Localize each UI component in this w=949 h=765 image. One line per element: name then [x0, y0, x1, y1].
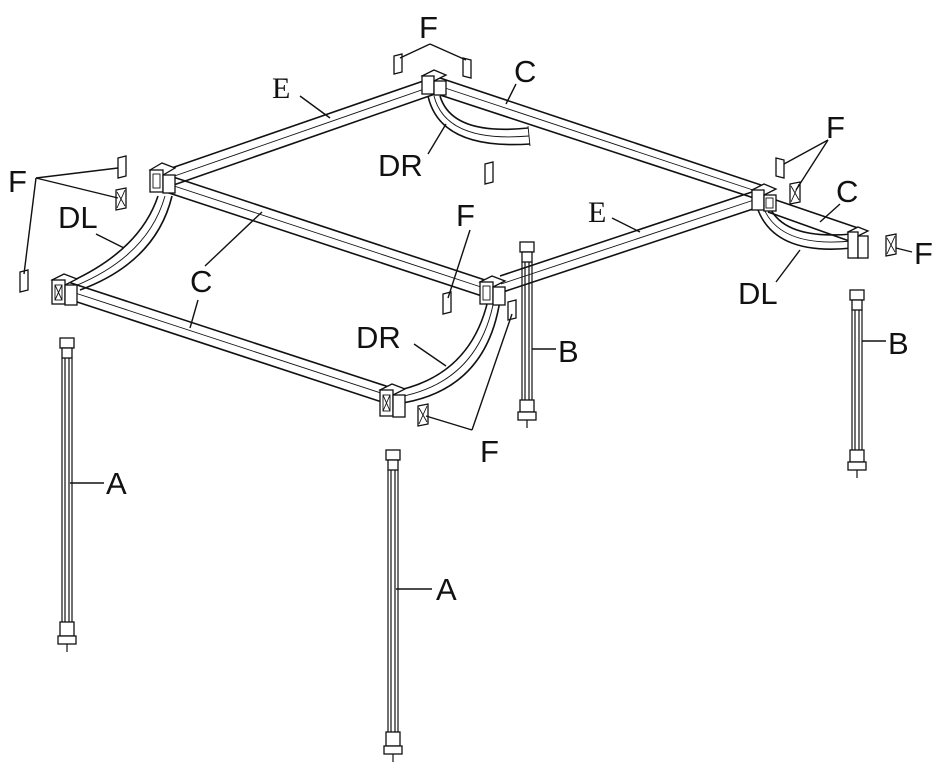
- corner-right-extension: [846, 226, 870, 259]
- frame-beams: [64, 77, 859, 405]
- f-clip-6: [484, 161, 494, 185]
- part-labels: F C E F DR F C DL F E F C DL DR B B F A …: [8, 10, 933, 607]
- beam-c-front-left: [165, 175, 486, 297]
- label-dr-back: DR: [378, 148, 423, 183]
- f-clip-1: [393, 53, 403, 75]
- label-f-bottom: F: [480, 434, 499, 469]
- brace-dr-back: [427, 95, 531, 146]
- pole-a-left: [57, 337, 77, 652]
- curved-braces: [69, 95, 853, 405]
- label-f-top: F: [419, 10, 438, 45]
- pole-a-front: [383, 449, 403, 762]
- poles: [57, 241, 867, 762]
- brace-dr-front: [389, 299, 501, 405]
- label-e-back: E: [272, 72, 290, 105]
- corner-top: [420, 69, 448, 96]
- label-f-middle: F: [456, 198, 475, 233]
- corner-lower-left: [50, 273, 79, 306]
- label-b-middle: B: [558, 334, 579, 369]
- label-c-front: C: [190, 264, 212, 299]
- label-dr-front: DR: [356, 320, 401, 355]
- beam-c-back-right: [436, 77, 765, 201]
- corner-lower-front: [378, 383, 407, 418]
- label-f-right-top: F: [826, 110, 845, 145]
- f-clip-2: [462, 57, 472, 79]
- corner-left: [148, 162, 177, 194]
- pole-b-right: [847, 289, 867, 478]
- f-clip-11: [507, 299, 517, 321]
- corner-front: [478, 275, 507, 306]
- beam-c-right-extension: [767, 197, 859, 243]
- label-dl-left: DL: [58, 200, 98, 235]
- beam-e-front-right: [499, 189, 763, 293]
- label-c-right: C: [836, 174, 858, 209]
- f-clip-7: [775, 157, 785, 179]
- f-clip-5: [19, 269, 29, 293]
- label-f-left: F: [8, 164, 27, 199]
- beam-c-lower: [64, 281, 393, 405]
- label-dl-right: DL: [738, 276, 778, 311]
- label-a-left: A: [106, 466, 127, 501]
- label-c-top: C: [514, 54, 536, 89]
- label-e-front: E: [588, 196, 606, 229]
- beam-e-back-left: [159, 77, 436, 189]
- label-b-right: B: [888, 326, 909, 361]
- f-clip-10: [442, 291, 452, 315]
- label-a-front: A: [436, 572, 457, 607]
- corner-connectors: [50, 69, 870, 418]
- corner-right: [750, 183, 778, 212]
- pole-b-middle: [517, 241, 537, 428]
- f-clip-3: [117, 155, 127, 179]
- brace-dl-left: [69, 195, 173, 291]
- leader-lines: [23, 43, 913, 590]
- label-f-right: F: [914, 236, 933, 271]
- brace-dl-right: [757, 207, 853, 250]
